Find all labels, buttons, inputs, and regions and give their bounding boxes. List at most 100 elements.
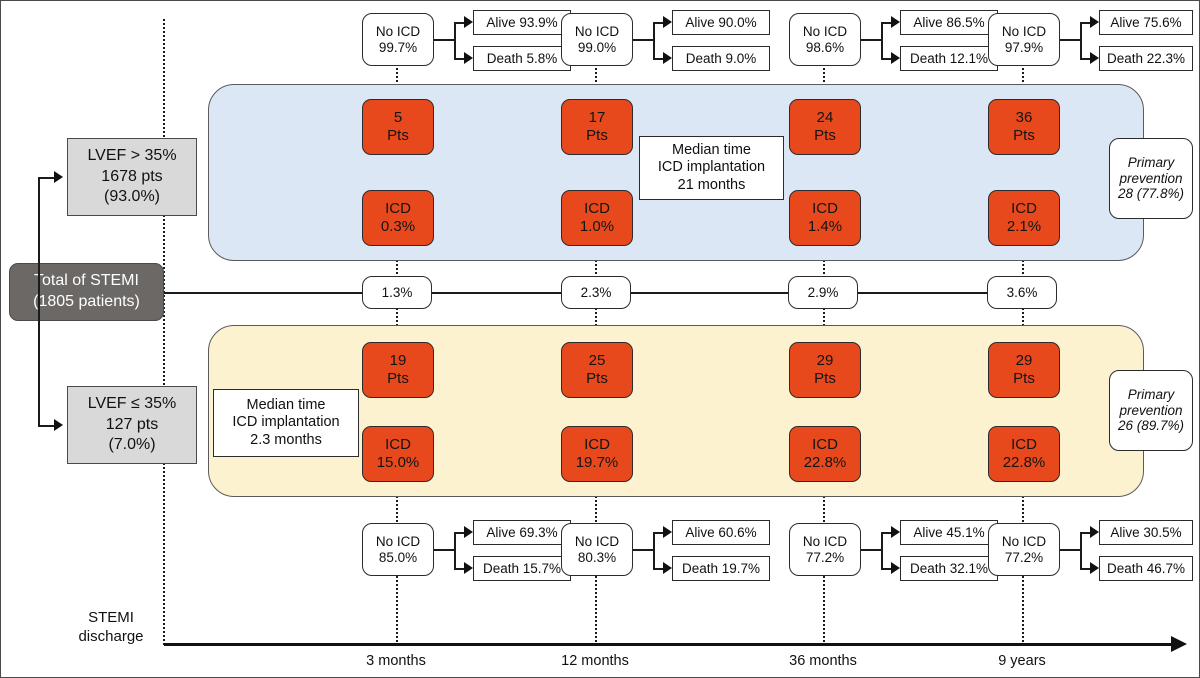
- connector-top-1-alive: [454, 22, 466, 24]
- arrow-top-1-death-icon: [464, 52, 473, 64]
- icd-value: 1.0%: [579, 218, 615, 235]
- pts-count: 17: [588, 108, 606, 126]
- no-icd-label: No ICD: [574, 23, 620, 39]
- median-time-line2: ICD implantation: [232, 414, 340, 431]
- median-time-line1: Median time: [672, 142, 751, 159]
- no-icd-value: 97.9%: [1004, 39, 1044, 55]
- axis-tick-9years: 9 years: [998, 653, 1046, 669]
- no-icd-box-above-9years: No ICD 97.9%: [988, 13, 1060, 66]
- group-line2: 127 pts: [105, 415, 159, 433]
- no-icd-label: No ICD: [1001, 533, 1047, 549]
- icd-label: ICD: [385, 435, 411, 453]
- primary-prevention-line3: 26 (89.7%): [1117, 418, 1185, 434]
- icd-value: 19.7%: [575, 454, 619, 471]
- icd-box-above-12months: ICD 1.0%: [561, 190, 633, 246]
- arrow-top-4-death-icon: [1090, 52, 1099, 64]
- no-icd-label: No ICD: [1001, 23, 1047, 39]
- median-time-note-above: Median time ICD implantation 21 months: [639, 136, 784, 200]
- icd-label: ICD: [812, 435, 838, 453]
- death-box-above-9years: Death 22.3%: [1099, 46, 1193, 71]
- connector-bottom-2-v: [653, 532, 655, 568]
- pts-box-below-9years: 29 Pts: [988, 342, 1060, 398]
- arrow-bottom-4-alive-icon: [1090, 526, 1099, 538]
- alive-box-below-9years: Alive 30.5%: [1099, 520, 1193, 545]
- connector-top-1: [433, 39, 455, 41]
- axis-tick-12months: 12 months: [561, 653, 629, 669]
- median-time-line3: 2.3 months: [250, 431, 322, 448]
- pts-count: 19: [389, 351, 407, 369]
- pts-count: 36: [1015, 108, 1033, 126]
- arrow-top-1-alive-icon: [464, 16, 473, 28]
- pts-count: 25: [588, 351, 606, 369]
- pts-box-above-36months: 24 Pts: [789, 99, 861, 155]
- death-box-above-36months: Death 12.1%: [900, 46, 998, 71]
- connector-top-4-alive: [1080, 22, 1092, 24]
- overall-icd-box-12months: 2.3%: [561, 276, 631, 309]
- icd-value: 22.8%: [1002, 454, 1046, 471]
- no-icd-label: No ICD: [375, 23, 421, 39]
- icd-value: 2.1%: [1006, 218, 1042, 235]
- no-icd-box-below-9years: No ICD 77.2%: [988, 523, 1060, 576]
- timeline-axis: [164, 643, 1174, 646]
- no-icd-box-below-3months: No ICD 85.0%: [362, 523, 434, 576]
- no-icd-value: 99.7%: [378, 39, 418, 55]
- group-line1: LVEF ≤ 35%: [87, 394, 177, 412]
- stemi-discharge-line1: STEMI: [88, 609, 134, 626]
- connector-top-1-v: [454, 22, 456, 58]
- arrow-top-2-death-icon: [663, 52, 672, 64]
- alive-box-below-3months: Alive 69.3%: [473, 520, 571, 545]
- connector-top-3: [860, 39, 882, 41]
- death-box-above-12months: Death 9.0%: [672, 46, 770, 71]
- group-line1: LVEF > 35%: [87, 146, 177, 164]
- connector-top-2-v: [653, 22, 655, 58]
- primary-prevention-box-above: Primary prevention 28 (77.8%): [1109, 138, 1193, 219]
- stemi-discharge-label: STEMI discharge: [61, 609, 161, 647]
- pts-count: 29: [816, 351, 834, 369]
- group-line2: 1678 pts: [101, 167, 163, 185]
- no-icd-label: No ICD: [802, 23, 848, 39]
- connector-bottom-4-alive: [1080, 532, 1092, 534]
- pts-count: 5: [393, 108, 403, 126]
- arrow-top-4-alive-icon: [1090, 16, 1099, 28]
- connector-bottom-1-alive: [454, 532, 466, 534]
- death-box-below-3months: Death 15.7%: [473, 556, 571, 581]
- death-box-below-36months: Death 32.1%: [900, 556, 998, 581]
- icd-label: ICD: [584, 199, 610, 217]
- no-icd-value: 85.0%: [378, 549, 418, 565]
- connector-bottom-4-death: [1080, 568, 1092, 570]
- primary-prevention-box-below: Primary prevention 26 (89.7%): [1109, 370, 1193, 451]
- connector-bottom-1-v: [454, 532, 456, 568]
- connector-bottom-2: [632, 549, 654, 551]
- pts-box-below-3months: 19 Pts: [362, 342, 434, 398]
- connector-top-2-death: [653, 58, 665, 60]
- pts-unit: Pts: [814, 127, 836, 144]
- connector-bottom-2-alive: [653, 532, 665, 534]
- median-time-line2: ICD implantation: [657, 159, 766, 176]
- arrow-branch-below-icon: [54, 419, 63, 431]
- death-box-below-12months: Death 19.7%: [672, 556, 770, 581]
- death-box-below-9years: Death 46.7%: [1099, 556, 1193, 581]
- icd-label: ICD: [1011, 435, 1037, 453]
- total-stemi-box: Total of STEMI (1805 patients): [9, 263, 164, 321]
- no-icd-value: 77.2%: [1004, 549, 1044, 565]
- primary-prevention-line3: 28 (77.8%): [1117, 186, 1185, 202]
- icd-box-above-36months: ICD 1.4%: [789, 190, 861, 246]
- connector-top-1-death: [454, 58, 466, 60]
- no-icd-value: 80.3%: [577, 549, 617, 565]
- pts-unit: Pts: [586, 127, 608, 144]
- pts-count: 24: [816, 108, 834, 126]
- no-icd-value: 98.6%: [805, 39, 845, 55]
- group-box-lvef-above-35: LVEF > 35% 1678 pts (93.0%): [67, 138, 197, 216]
- no-icd-value: 99.0%: [577, 39, 617, 55]
- arrow-bottom-2-death-icon: [663, 562, 672, 574]
- icd-box-below-12months: ICD 19.7%: [561, 426, 633, 482]
- connector-bottom-1-death: [454, 568, 466, 570]
- icd-box-above-3months: ICD 0.3%: [362, 190, 434, 246]
- pts-unit: Pts: [586, 370, 608, 387]
- median-time-line1: Median time: [246, 397, 326, 414]
- connector-bottom-3-alive: [881, 532, 893, 534]
- group-line3: (93.0%): [103, 188, 161, 206]
- alive-box-above-3months: Alive 93.9%: [473, 10, 571, 35]
- icd-box-above-9years: ICD 2.1%: [988, 190, 1060, 246]
